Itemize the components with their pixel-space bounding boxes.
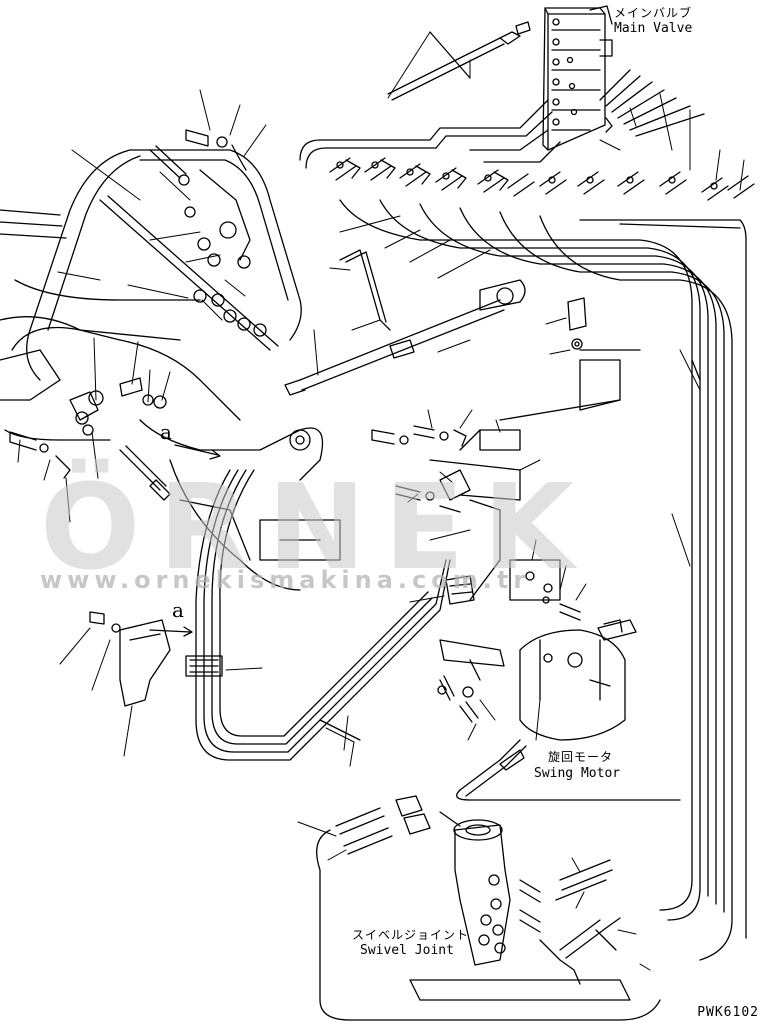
- swing-motor: [519, 619, 637, 741]
- right-mount-bracket: [499, 297, 641, 421]
- main-valve-block: [542, 5, 613, 151]
- main-valve-feed-hose: [387, 21, 531, 101]
- watermark-url: www.ornekismakina.com.tr: [40, 566, 531, 594]
- main-valve-label-jp: メインバルブ: [614, 6, 693, 20]
- main-hose-bundle-down: [195, 469, 451, 761]
- swing-motor-bracket: [437, 559, 581, 723]
- left-hardware-group: [9, 129, 267, 479]
- boom-cylinder-hose: [284, 249, 526, 396]
- swing-motor-label-jp: 旋回モータ: [548, 750, 614, 764]
- long-hose-bundle-right: [339, 199, 747, 961]
- watermark-brand: ÖRNEK: [40, 458, 592, 596]
- clamp-bracket: [89, 611, 223, 707]
- swivel-inlet-hoses: [316, 795, 661, 1021]
- swing-bracket-frame: [0, 316, 341, 591]
- swivel-joint-label-en: Swivel Joint: [360, 943, 454, 958]
- swivel-joint-label-jp: スイベルジョイント: [352, 928, 470, 942]
- view-callout-lower: a: [172, 598, 184, 622]
- leader-lines: [17, 31, 745, 971]
- drawing-code: PWK6102: [697, 1005, 759, 1020]
- main-valve-label-en: Main Valve: [614, 21, 693, 36]
- swing-motor-hose: [456, 739, 681, 801]
- center-bracket-assembly: [371, 425, 521, 605]
- view-callout-upper: a: [160, 420, 172, 444]
- left-lower-hose: [119, 445, 171, 501]
- valve-fitting-row: [329, 157, 755, 201]
- swivel-joint: [409, 819, 631, 1001]
- valve-outlet-tubes: [299, 69, 705, 169]
- swing-motor-label-en: Swing Motor: [534, 766, 621, 781]
- view-arrows: [149, 444, 221, 637]
- boom-hose-loop-left: [0, 149, 302, 381]
